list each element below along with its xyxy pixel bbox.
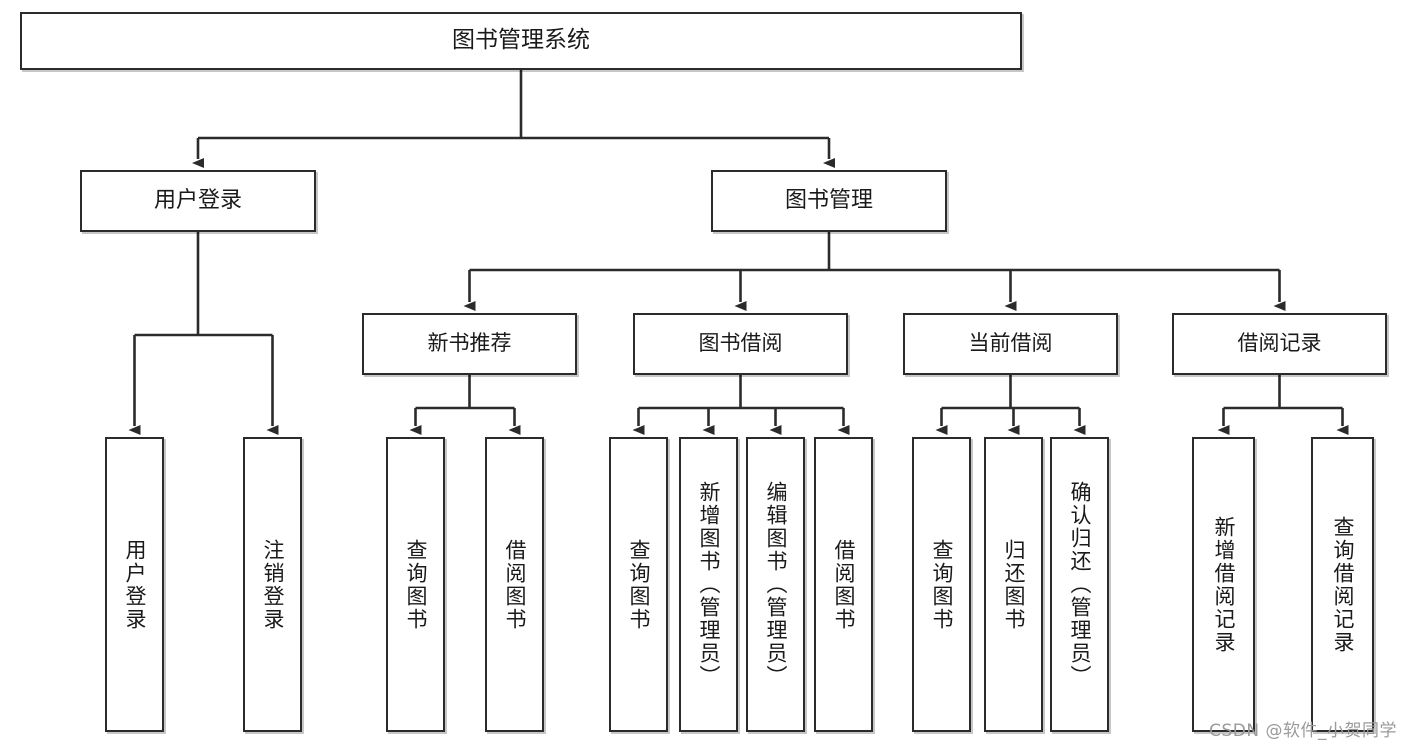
node-label-leaf-user-logout: 注销登录 xyxy=(261,538,285,631)
node-label-book-manage: 图书管理 xyxy=(784,187,873,213)
node-label-borrow-record: 借阅记录 xyxy=(1237,331,1322,356)
node-label-leaf-cb-return: 归还图书 xyxy=(1002,538,1026,631)
node-leaf-cb-confirm[interactable]: 确认归还（管理员） xyxy=(1050,437,1109,732)
node-label-current-borrow: 当前借阅 xyxy=(968,331,1053,356)
node-label-leaf-br-add: 新增借阅记录 xyxy=(1212,515,1236,654)
node-label-leaf-bb-query: 查询图书 xyxy=(627,538,651,631)
node-root[interactable]: 图书管理系统 xyxy=(20,12,1022,70)
node-label-user-login: 用户登录 xyxy=(153,187,242,213)
node-leaf-rec-query[interactable]: 查询图书 xyxy=(386,437,445,732)
node-leaf-bb-borrow[interactable]: 借阅图书 xyxy=(814,437,873,732)
node-label-leaf-bb-edit: 编辑图书（管理员） xyxy=(764,481,788,688)
node-borrow-record[interactable]: 借阅记录 xyxy=(1172,313,1387,375)
node-current-borrow[interactable]: 当前借阅 xyxy=(903,313,1118,375)
node-user-login[interactable]: 用户登录 xyxy=(80,170,316,232)
node-label-leaf-br-query: 查询借阅记录 xyxy=(1331,515,1355,654)
node-book-borrow[interactable]: 图书借阅 xyxy=(633,313,848,375)
node-leaf-bb-add[interactable]: 新增图书（管理员） xyxy=(679,437,738,732)
node-leaf-cb-query[interactable]: 查询图书 xyxy=(912,437,971,732)
node-leaf-cb-return[interactable]: 归还图书 xyxy=(984,437,1043,732)
node-leaf-bb-edit[interactable]: 编辑图书（管理员） xyxy=(746,437,805,732)
node-label-leaf-rec-borrow: 借阅图书 xyxy=(503,538,527,631)
node-label-leaf-rec-query: 查询图书 xyxy=(404,538,428,631)
node-label-leaf-cb-query: 查询图书 xyxy=(930,538,954,631)
node-label-leaf-bb-add: 新增图书（管理员） xyxy=(697,481,721,688)
node-leaf-bb-query[interactable]: 查询图书 xyxy=(609,437,668,732)
node-leaf-br-query[interactable]: 查询借阅记录 xyxy=(1311,437,1374,732)
node-new-book-rec[interactable]: 新书推荐 xyxy=(362,313,577,375)
node-label-book-borrow: 图书借阅 xyxy=(698,331,783,356)
node-label-leaf-bb-borrow: 借阅图书 xyxy=(832,538,856,631)
node-leaf-user-logout[interactable]: 注销登录 xyxy=(243,437,302,732)
connector-group xyxy=(128,70,1349,435)
node-leaf-user-login[interactable]: 用户登录 xyxy=(105,437,164,732)
node-label-leaf-user-login: 用户登录 xyxy=(123,538,147,631)
node-label-leaf-cb-confirm: 确认归还（管理员） xyxy=(1068,481,1092,688)
node-label-root: 图书管理系统 xyxy=(452,27,590,54)
node-leaf-br-add[interactable]: 新增借阅记录 xyxy=(1192,437,1255,732)
node-book-manage[interactable]: 图书管理 xyxy=(711,170,947,232)
node-leaf-rec-borrow[interactable]: 借阅图书 xyxy=(485,437,544,732)
node-label-new-book-rec: 新书推荐 xyxy=(427,331,512,356)
